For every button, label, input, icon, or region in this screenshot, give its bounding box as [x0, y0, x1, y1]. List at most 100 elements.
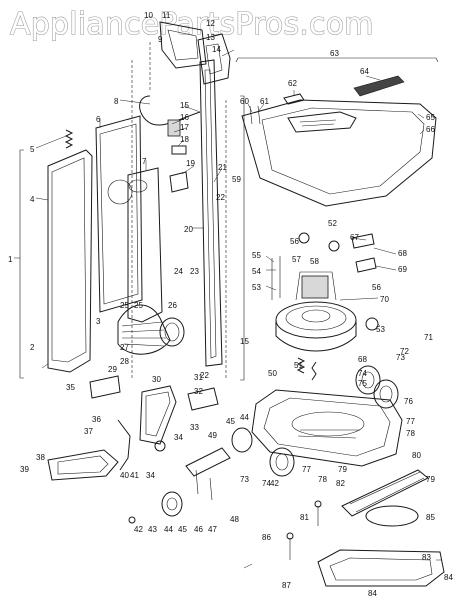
- part-label: 13: [206, 33, 215, 42]
- part-label: 83: [422, 553, 431, 562]
- watermark-text: AppliancePartsPros.com: [10, 7, 374, 42]
- part-label: 61: [260, 97, 269, 106]
- part-label: 80: [412, 451, 421, 460]
- part-label: 52: [328, 219, 337, 228]
- part-label: 17: [180, 123, 189, 132]
- part-label: 85: [426, 513, 435, 522]
- part-label: 23: [190, 267, 199, 276]
- part-label: 11: [162, 11, 171, 20]
- part-label: 79: [426, 475, 435, 484]
- part-label: 30: [152, 375, 161, 384]
- part-label: 78: [318, 475, 327, 484]
- part-label: 34: [146, 471, 155, 480]
- part-label: 42: [134, 525, 143, 534]
- leader-lines: [14, 49, 442, 569]
- part-label: 51: [294, 361, 303, 370]
- part-label: 38: [36, 453, 45, 462]
- part-label: 24: [174, 267, 183, 276]
- part-label: 45: [178, 525, 187, 534]
- part-label: 20: [184, 225, 193, 234]
- part-label: 59: [232, 175, 241, 184]
- part-label: 45: [226, 417, 235, 426]
- hood-drawing: [235, 57, 439, 207]
- part-label: 76: [404, 397, 413, 406]
- part-label: 70: [380, 295, 389, 304]
- part-label: 72: [400, 347, 409, 356]
- part-label: 12: [206, 19, 215, 28]
- part-label: 36: [92, 415, 101, 424]
- part-label: 44: [240, 413, 249, 422]
- part-label: 60: [240, 97, 249, 106]
- part-label: 33: [190, 423, 199, 432]
- part-label: 53: [252, 283, 261, 292]
- part-label: 87: [282, 581, 291, 590]
- part-label: 29: [108, 365, 117, 374]
- part-label: 77: [406, 417, 415, 426]
- part-label: 68: [398, 249, 407, 258]
- part-label: 28: [120, 357, 129, 366]
- part-label: 8: [114, 97, 119, 106]
- part-label: 19: [186, 159, 195, 168]
- part-label: 15: [180, 101, 189, 110]
- part-label: 74: [358, 369, 367, 378]
- motor-assembly-drawing: [271, 232, 379, 381]
- part-label: 66: [426, 125, 435, 134]
- part-label: 56: [290, 237, 299, 246]
- part-label: 58: [310, 257, 319, 266]
- part-label: 9: [158, 35, 163, 44]
- part-label: 1: [8, 255, 13, 264]
- part-label: 31: [194, 373, 203, 382]
- part-label: 15: [240, 337, 249, 346]
- part-label: 14: [212, 45, 221, 54]
- part-label: 67: [350, 233, 359, 242]
- part-label: 47: [208, 525, 217, 534]
- part-label: 22: [216, 193, 225, 202]
- part-label: 65: [426, 113, 435, 122]
- part-label: 26: [168, 301, 177, 310]
- part-label: 82: [336, 479, 345, 488]
- part-label: 7: [142, 157, 147, 166]
- part-label: 3: [96, 317, 101, 326]
- part-label: 37: [84, 427, 93, 436]
- part-label: 48: [230, 515, 239, 524]
- part-label: 35: [66, 383, 75, 392]
- part-label: 73: [396, 353, 405, 362]
- part-label: 74: [262, 479, 271, 488]
- part-label: 49: [208, 431, 217, 440]
- part-label: 5: [30, 145, 35, 154]
- part-label: 44: [164, 525, 173, 534]
- part-label: 10: [144, 11, 153, 20]
- part-label: 42: [270, 479, 279, 488]
- part-label: 53: [376, 325, 385, 334]
- part-label: 68: [358, 355, 367, 364]
- part-label: 46: [194, 525, 203, 534]
- part-label: 39: [20, 465, 29, 474]
- part-label: 86: [262, 533, 271, 542]
- part-label: 63: [330, 49, 339, 58]
- part-label: 79: [338, 465, 347, 474]
- part-label: 81: [300, 513, 309, 522]
- part-label: 55: [252, 251, 261, 260]
- part-label: 57: [292, 255, 301, 264]
- part-label: 84: [444, 573, 453, 582]
- part-label: 25: [120, 301, 129, 310]
- part-label: 16: [180, 113, 189, 122]
- bag-assembly-drawing: [19, 21, 245, 381]
- nozzle-base-drawing: [161, 365, 445, 587]
- part-label: 64: [360, 67, 369, 76]
- part-label: 50: [268, 369, 277, 378]
- part-label: 69: [398, 265, 407, 274]
- part-label: 73: [240, 475, 249, 484]
- part-label: 21: [218, 163, 227, 172]
- part-number-labels: 1 2 3 4 5 6 7 8 9 10 11 12 13 14 15 15 1…: [8, 11, 453, 598]
- part-label: 32: [194, 387, 203, 396]
- part-label: 75: [358, 379, 367, 388]
- part-label: 43: [148, 525, 157, 534]
- part-label: 56: [372, 283, 381, 292]
- part-label: 4: [30, 195, 35, 204]
- part-label: 71: [424, 333, 433, 342]
- part-label: 54: [252, 267, 261, 276]
- part-label: 34: [174, 433, 183, 442]
- part-label: 40: [120, 471, 129, 480]
